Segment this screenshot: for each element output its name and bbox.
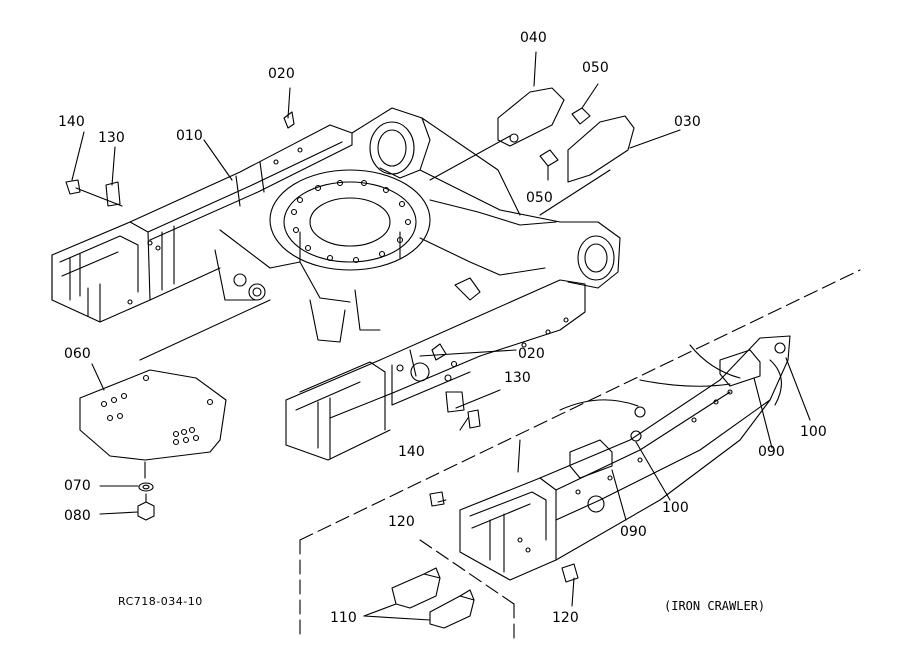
callout-120-lower: 120: [552, 610, 579, 626]
callout-140-mid: 140: [398, 444, 425, 460]
iron-crawler-boundary: [300, 270, 860, 640]
leader-lines: [66, 88, 610, 430]
iron-crawler-leaders: [430, 358, 810, 606]
callout-050-top: 050: [582, 60, 609, 76]
variant-note: (IRON CRAWLER): [664, 599, 766, 613]
callout-120-upper: 120: [388, 514, 415, 530]
plate-060: [80, 364, 226, 478]
callout-060: 060: [64, 346, 91, 362]
callout-090-lower: 090: [620, 524, 647, 540]
callout-130-mid: 130: [504, 370, 531, 386]
bolt-050: [540, 84, 598, 180]
callout-050-bottom: 050: [526, 190, 553, 206]
callout-140-left: 140: [58, 114, 85, 130]
callout-090-upper: 090: [758, 444, 785, 460]
callout-130-left: 130: [98, 130, 125, 146]
reference-code: RC718-034-10: [118, 595, 203, 608]
washer-070: [100, 483, 153, 491]
callout-070: 070: [64, 478, 91, 494]
cover-040: [498, 52, 564, 146]
bolt-080: [100, 494, 154, 520]
callout-020-top: 020: [268, 66, 295, 82]
shoe-110: [364, 568, 474, 628]
cover-030: [568, 116, 680, 182]
callout-010: 010: [176, 128, 203, 144]
callout-110: 110: [330, 610, 357, 626]
callout-020-mid: 020: [518, 346, 545, 362]
callout-030: 030: [674, 114, 701, 130]
callout-100-right: 100: [800, 424, 827, 440]
track-frame-010: [52, 108, 620, 460]
callout-040: 040: [520, 30, 547, 46]
iron-crawler-frame: [460, 336, 790, 580]
callout-100-mid: 100: [662, 500, 689, 516]
callout-080: 080: [64, 508, 91, 524]
